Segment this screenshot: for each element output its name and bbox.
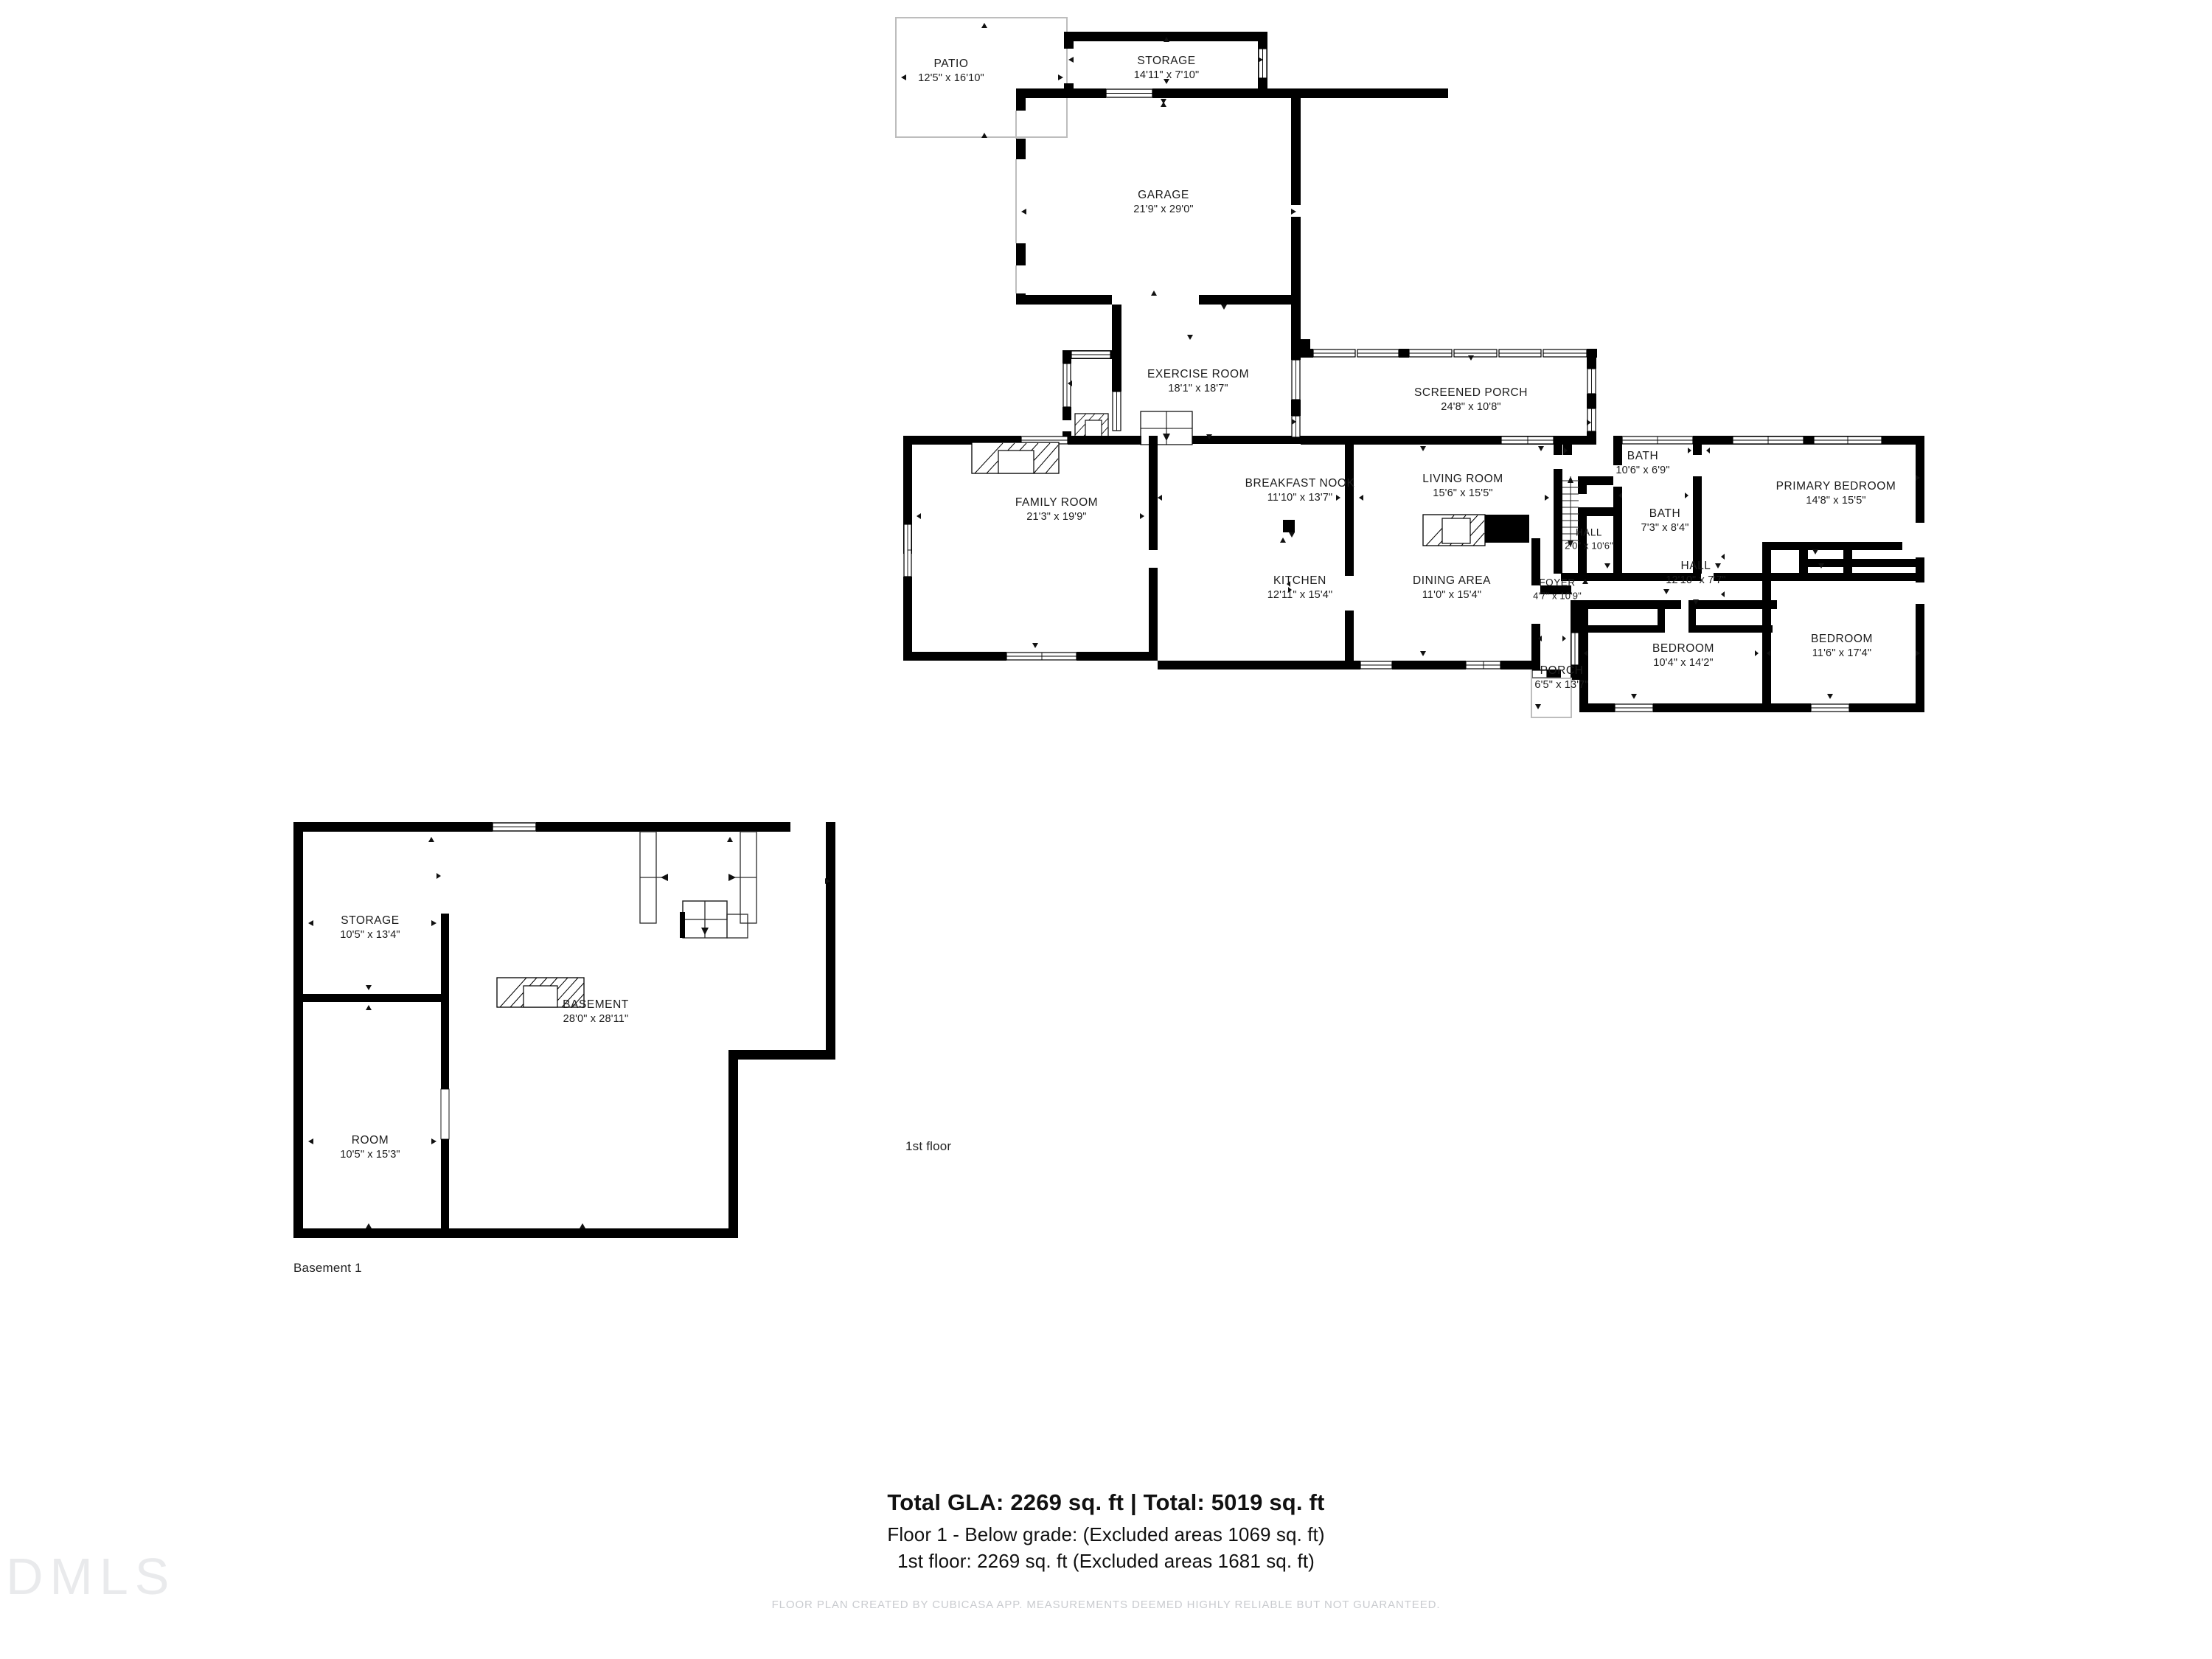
basement-stairs — [639, 831, 757, 939]
basement-dimension-ticks — [308, 837, 830, 1228]
patio-outline — [895, 17, 1068, 138]
garage-door-top — [1105, 88, 1153, 98]
dmls-watermark-logo: DMLS — [6, 1548, 176, 1605]
first-floor-group — [895, 17, 1924, 718]
floor-tag-first: 1st floor — [905, 1139, 952, 1153]
below-grade-line: Floor 1 - Below grade: (Excluded areas 1… — [887, 1523, 1325, 1545]
exercise-ticks — [1068, 380, 1296, 439]
storage-upper-ticks — [1068, 37, 1263, 84]
first-floor-staircase — [1562, 476, 1579, 547]
basement-hatch-fixture — [496, 977, 585, 1008]
interior-doorways — [1149, 455, 1924, 624]
screened-porch-ticks — [1420, 355, 1591, 451]
basement-floor-group — [293, 822, 835, 1238]
garage-walls — [1016, 88, 1448, 350]
floor-tag-basement: Basement 1 — [293, 1261, 362, 1275]
storage-window-right — [1258, 48, 1267, 79]
total-gla-line: Total GLA: 2269 sq. ft | Total: 5019 sq.… — [887, 1489, 1325, 1515]
patio-ticks — [901, 23, 1063, 138]
first-floor-ticks — [917, 448, 1920, 709]
living-room-fireplace — [1422, 514, 1486, 546]
foyer-closet-walls — [1585, 600, 1773, 633]
porch-outline — [1531, 678, 1572, 718]
disclaimer-text: FLOOR PLAN CREATED BY CUBICASA APP. MEAS… — [771, 1599, 1441, 1611]
nook-appliance — [1283, 520, 1295, 532]
main-house-walls — [903, 436, 1924, 712]
area-summary: Total GLA: 2269 sq. ft | Total: 5019 sq.… — [0, 1489, 2212, 1575]
garage-ticks — [1021, 99, 1296, 340]
first-floor-line: 1st floor: 2269 sq. ft (Excluded areas 1… — [897, 1549, 1315, 1572]
exercise-windows — [1062, 350, 1301, 438]
basement-window-top — [492, 822, 537, 832]
family-room-fireplace — [971, 442, 1060, 474]
